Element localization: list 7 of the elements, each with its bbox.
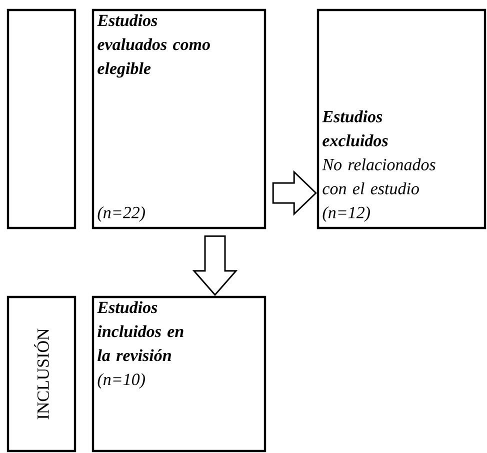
stage-box: INCLUSIÓN [6,296,76,452]
process-box: Estudios excluidos No relacionados con el estudio (n=12) [316,8,486,230]
process-box: Estudios evaluados como elegible (n=22) [92,8,266,230]
block-arrow [192,235,238,296]
process-box: Estudios incluidos en la revisión (n=10) [92,296,266,452]
block-arrow [272,170,317,216]
side-box [6,8,76,230]
